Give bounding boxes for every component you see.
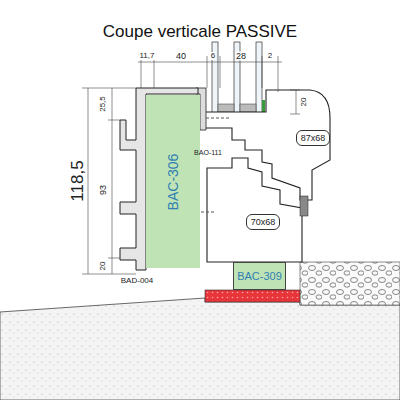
gasket bbox=[300, 196, 308, 216]
dimension: 2 bbox=[267, 52, 273, 60]
dimension: 118,5 bbox=[69, 159, 86, 202]
insulation-block: BAC-309 bbox=[233, 262, 286, 290]
concrete-outline bbox=[0, 298, 400, 400]
dimension: 20 bbox=[99, 261, 107, 272]
node-label: BAC-309 bbox=[237, 270, 282, 282]
frame-profile bbox=[207, 158, 302, 262]
sealing-band bbox=[205, 290, 300, 302]
spacer bbox=[240, 104, 256, 112]
dimension: 25,5 bbox=[99, 95, 107, 113]
spacer bbox=[218, 104, 234, 112]
node-label: BAC-306 bbox=[165, 153, 181, 210]
title: Coupe verticale PASSIVE bbox=[103, 22, 297, 42]
dimension: 40 bbox=[175, 52, 187, 61]
insulation-block: BAC-306 bbox=[146, 95, 200, 268]
part-name: BAD-004 bbox=[120, 277, 154, 285]
gravel bbox=[300, 262, 400, 305]
dimension-lines bbox=[82, 56, 300, 274]
node-label: 70x68 bbox=[251, 217, 276, 227]
glass-pane bbox=[256, 42, 262, 114]
section-size-box: 87x68 bbox=[296, 130, 330, 146]
gravel-bed bbox=[300, 262, 400, 305]
dimension: 20 bbox=[300, 97, 308, 108]
dimension: 6 bbox=[210, 52, 216, 60]
dimension: 93 bbox=[99, 184, 108, 196]
section-size-box: 70x68 bbox=[246, 214, 280, 230]
node-label: 87x68 bbox=[301, 133, 326, 143]
concrete bbox=[0, 298, 400, 400]
screw bbox=[206, 118, 230, 119]
part-name: BAO-111 bbox=[193, 149, 223, 156]
dimension: 11,7 bbox=[139, 52, 156, 60]
dimension: 28 bbox=[235, 52, 247, 61]
